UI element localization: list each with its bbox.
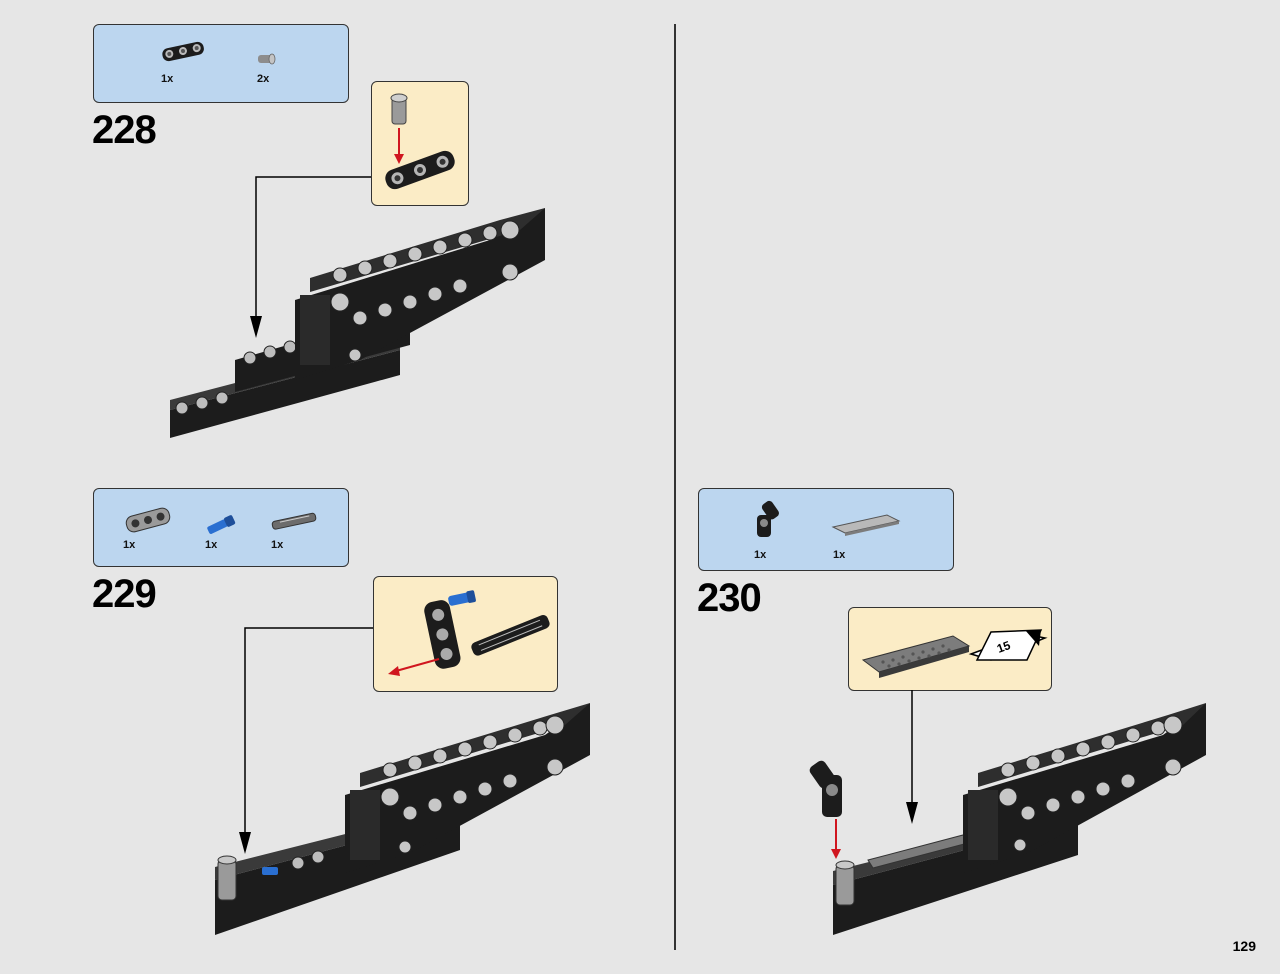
part-qty: 1x	[205, 539, 218, 551]
step-number: 230	[697, 576, 762, 620]
step-number: 229	[92, 572, 157, 616]
blue-axle-pin-icon	[207, 515, 236, 534]
perpendicular-connector-icon	[125, 507, 171, 533]
connector-assembly-icon	[388, 590, 550, 676]
angle-connector-icon	[757, 500, 779, 537]
sticker-apply-icon	[861, 629, 1048, 678]
axle-connector-icon	[271, 512, 317, 530]
part-qty: 1x	[271, 539, 284, 551]
step-230-assembly	[833, 703, 1206, 935]
step-228-callout	[371, 81, 469, 206]
page-divider	[674, 24, 676, 950]
part-qty: 1x	[123, 539, 136, 551]
step-229-assembly	[215, 703, 590, 935]
step-229-callout	[373, 576, 558, 692]
friction-pin-icon	[258, 53, 276, 65]
angle-connector-placement	[809, 760, 842, 859]
step-228-parts-list: 1x 2x	[93, 24, 349, 103]
page-number: 129	[1232, 938, 1256, 954]
step-229-parts-list: 1x 1x 1x	[93, 488, 349, 567]
part-qty: 2x	[257, 73, 270, 85]
step-230-parts-list: 1x 1x	[698, 488, 954, 571]
step-230-callout: 15	[848, 607, 1052, 691]
step-228-assembly	[170, 208, 545, 438]
thick-beam-icon	[162, 41, 204, 62]
gray-tile-icon	[831, 514, 901, 536]
pin-into-beam-icon	[385, 93, 455, 190]
part-qty: 1x	[754, 549, 767, 561]
step-number: 228	[92, 108, 157, 152]
part-qty: 1x	[833, 549, 846, 561]
part-qty: 1x	[161, 73, 174, 85]
